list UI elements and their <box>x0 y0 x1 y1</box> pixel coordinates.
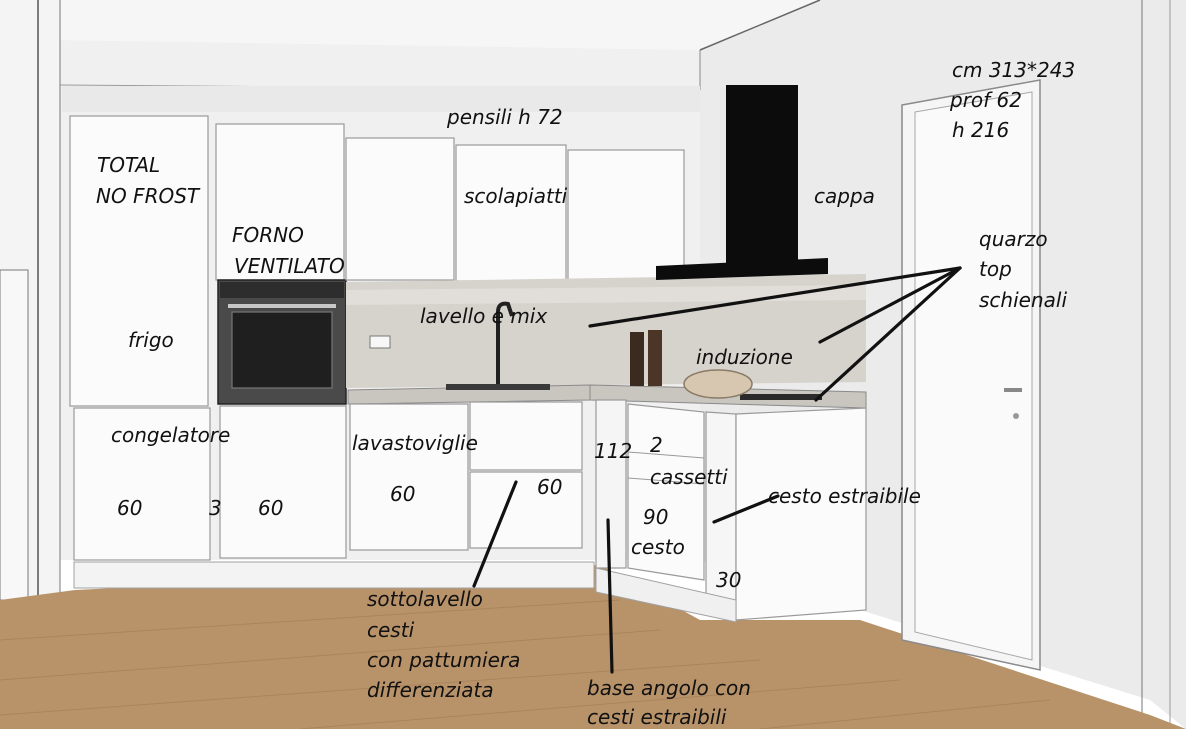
freezer-door <box>73 407 211 561</box>
label-drawers-count: 2 <box>650 433 663 457</box>
label-fridge: frigo <box>128 328 174 352</box>
label-width-gap: 3 <box>209 496 222 520</box>
bottle-2 <box>648 330 662 386</box>
door-lock <box>1013 413 1019 419</box>
floor-planks <box>0 599 1051 729</box>
label-width-freezer-col: 60 <box>258 496 284 520</box>
oven-control-bar <box>220 282 344 298</box>
label-undersink-1: sottolavello <box>367 587 483 611</box>
ceiling <box>60 0 820 50</box>
hood-chimney <box>726 85 798 263</box>
dishwasher-door <box>349 403 469 551</box>
drawer-unit <box>627 403 705 581</box>
wall-cabinet-3 <box>567 149 685 283</box>
label-sink: lavello e mix <box>420 304 548 328</box>
fridge-door <box>69 115 209 407</box>
oven-column-bottom <box>219 405 347 559</box>
label-freezer: congelatore <box>111 423 231 447</box>
sink-base-top <box>469 401 583 471</box>
pointer-backsplash <box>588 266 962 328</box>
label-basket: cesto <box>631 535 685 559</box>
return-plinth <box>595 567 737 623</box>
oven-window <box>231 311 333 389</box>
wall-cabinet-1 <box>345 137 455 281</box>
label-corner-base-2: cesti estraibili <box>587 705 727 729</box>
wall-cabinet-2 <box>455 144 567 282</box>
oven-handle <box>228 304 336 308</box>
pointer-pullout <box>712 494 780 524</box>
bottle-1 <box>630 332 644 386</box>
label-dishwasher: lavastoviglie <box>352 431 478 455</box>
drawer-split-2 <box>627 477 705 485</box>
label-oven-1: FORNO <box>232 223 304 247</box>
annotation-lines <box>472 266 962 674</box>
label-dimensions-1: cm 313*243 <box>952 58 1076 82</box>
label-undersink-4: differenziata <box>367 678 494 702</box>
oven-column-top <box>215 123 345 281</box>
induction-hob <box>740 394 822 400</box>
label-oven-2: VENTILATO <box>234 254 345 278</box>
label-dimensions-2: prof 62 <box>950 88 1023 112</box>
label-drawers: cassetti <box>650 465 728 489</box>
label-corner-width: 112 <box>594 439 633 463</box>
pointer-quartz-edge <box>814 266 962 402</box>
pointer-top <box>818 266 962 344</box>
label-width-end: 30 <box>716 568 742 592</box>
label-corner-base-1: base angolo con <box>587 676 751 700</box>
sink <box>446 384 550 390</box>
pointer-corner-base <box>606 518 614 674</box>
hood-canopy <box>656 258 828 280</box>
label-undersink-3: con pattumiera <box>367 648 521 672</box>
label-dish-rack: scolapiatti <box>464 184 568 208</box>
backsplash-highlight <box>346 285 866 305</box>
ceiling-edge <box>699 0 821 51</box>
label-quartz-2: top <box>979 257 1012 281</box>
label-width-dishwasher: 60 <box>390 482 416 506</box>
label-fridge-type-2: NO FROST <box>96 184 200 208</box>
corner-base <box>595 399 627 569</box>
door-handle <box>1004 388 1022 392</box>
floor <box>0 565 1186 729</box>
soffit <box>62 86 700 112</box>
label-quartz-1: quarzo <box>979 227 1048 251</box>
label-undersink-2: cesti <box>367 618 415 642</box>
label-wall-units: pensili h 72 <box>447 105 563 129</box>
end-panel <box>735 407 867 621</box>
plinth <box>73 561 595 589</box>
door-panel <box>914 91 1033 661</box>
left-wall-pillar <box>0 269 29 601</box>
label-fridge-type-1: TOTAL <box>97 153 161 177</box>
faucet <box>496 301 514 384</box>
pointer-undersink <box>472 480 518 588</box>
drawer-split-1 <box>627 451 705 459</box>
label-width-sink: 60 <box>537 475 563 499</box>
label-quartz-3: schienali <box>979 288 1067 312</box>
label-induction: induzione <box>696 345 793 369</box>
label-hood: cappa <box>814 184 875 208</box>
pot <box>683 369 753 399</box>
label-pullout-basket: cesto estraibile <box>768 484 921 508</box>
label-width-fridge: 60 <box>117 496 143 520</box>
label-dimensions-3: h 216 <box>952 118 1010 142</box>
power-socket <box>369 335 391 349</box>
sink-base-bottom <box>469 471 583 549</box>
label-width-corner-basket: 90 <box>643 505 669 529</box>
